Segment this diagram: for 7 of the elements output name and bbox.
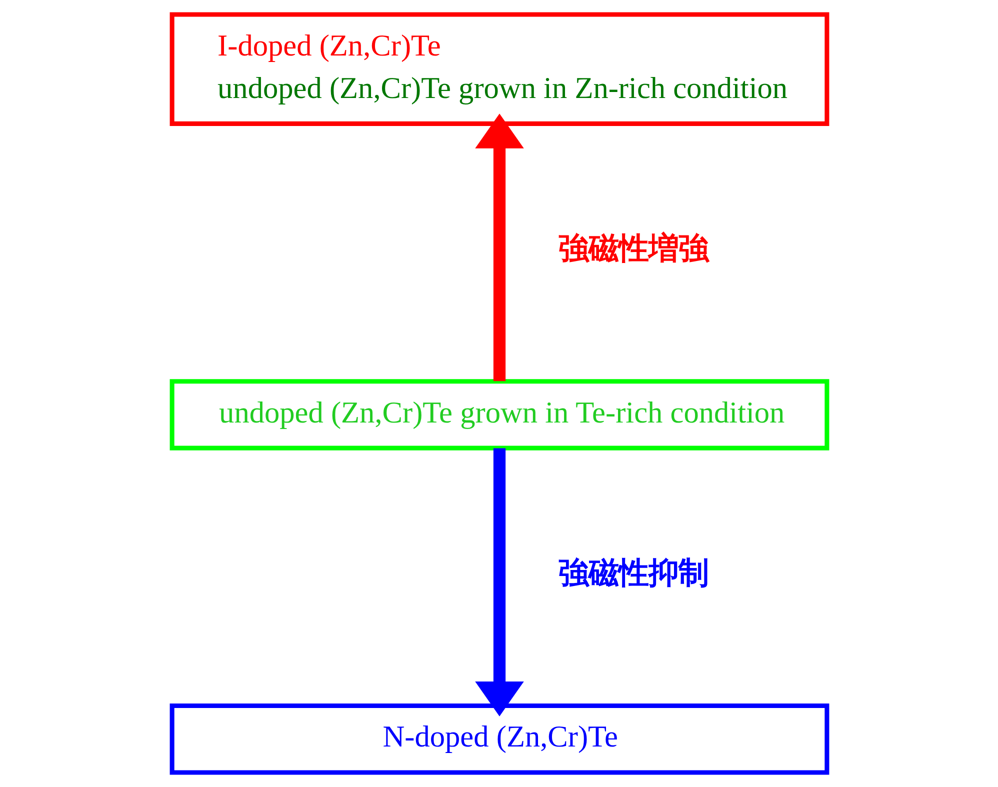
edge-label: 強磁性増強 bbox=[558, 232, 708, 267]
node-box: N-doped (Zn,Cr)Te bbox=[169, 704, 829, 775]
arrow bbox=[474, 114, 524, 382]
edge-label: 強磁性抑制 bbox=[558, 556, 708, 591]
node-box: I-doped (Zn,Cr)Te undoped (Zn,Cr)Te grown in Zn-rich condition bbox=[169, 12, 829, 126]
arrow bbox=[474, 448, 524, 716]
node-box: undoped (Zn,Cr)Te grown in Te-rich condition bbox=[169, 379, 829, 450]
